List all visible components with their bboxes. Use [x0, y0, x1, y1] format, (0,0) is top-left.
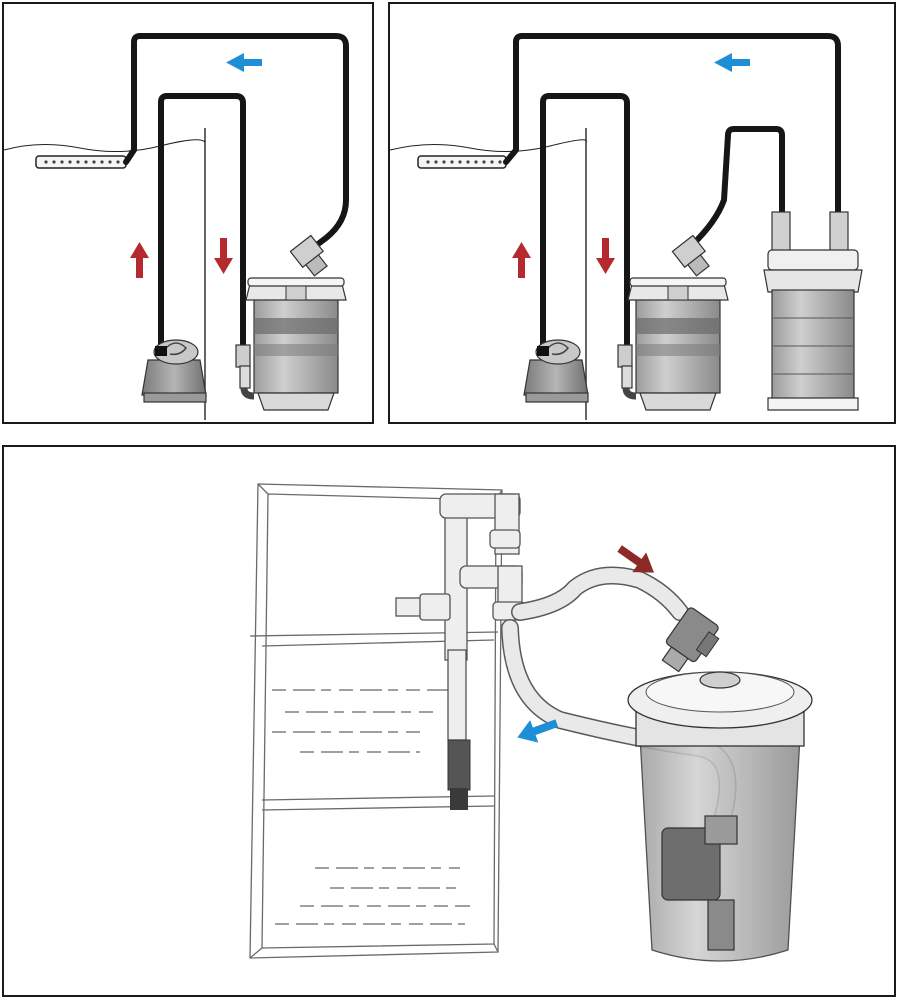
panel-bottom [2, 445, 896, 997]
return-hose [123, 33, 349, 253]
flow-arrow-icon [214, 238, 233, 274]
flow-arrow-icon [512, 242, 531, 278]
overflow-pipe-assembly [395, 493, 526, 810]
outflow-tube [512, 568, 688, 620]
intake-hose [158, 93, 246, 353]
flow-arrow-icon [226, 53, 262, 72]
intake-hose [540, 93, 630, 353]
spray-bar-icon [417, 155, 507, 169]
flow-arrow-icon [130, 242, 149, 278]
canister-filter-icon [235, 234, 347, 411]
canister-filter-icon [763, 211, 863, 411]
flow-arrow-icon [714, 53, 750, 72]
flow-arrow-icon [596, 238, 615, 274]
panel-top-right [388, 2, 896, 424]
link-hose [689, 126, 785, 248]
canister-filter-icon [617, 234, 729, 411]
filter-valve [661, 607, 720, 673]
flow-arrow-icon [617, 545, 655, 573]
canister-filter-icon [627, 671, 813, 962]
powerhead-pump-icon [523, 339, 589, 403]
powerhead-pump-icon [141, 339, 207, 403]
spray-bar-icon [35, 155, 127, 169]
panel-top-left [2, 2, 374, 424]
flow-arrow-icon [517, 719, 559, 743]
return-hose [503, 33, 841, 219]
